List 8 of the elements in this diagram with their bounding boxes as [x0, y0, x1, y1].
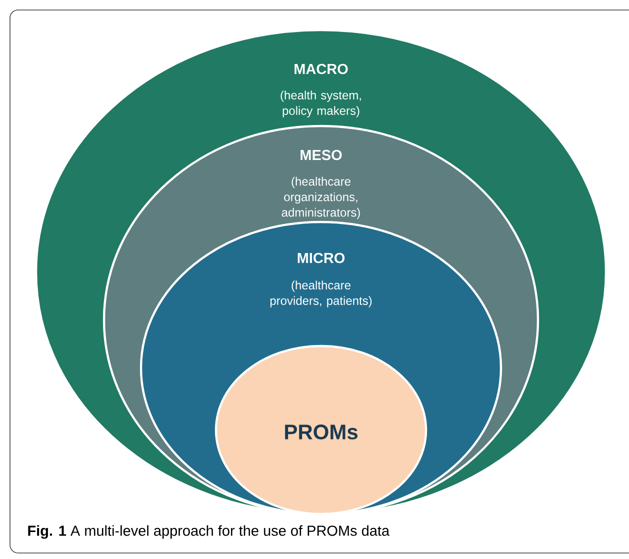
level-description: (health system, policy makers): [280, 90, 361, 118]
level-description: (healthcare providers, patients): [270, 280, 372, 308]
level-heading: MICRO: [298, 252, 345, 264]
level-heading: PROMs: [285, 424, 358, 440]
level-description: (healthcare organizations, administrators): [282, 176, 360, 220]
level-heading: MESO: [300, 150, 342, 160]
level-heading: MACRO: [294, 64, 348, 74]
caption: Fig. 1 A multi-level approach for the use of PROMs data: [28, 525, 390, 539]
